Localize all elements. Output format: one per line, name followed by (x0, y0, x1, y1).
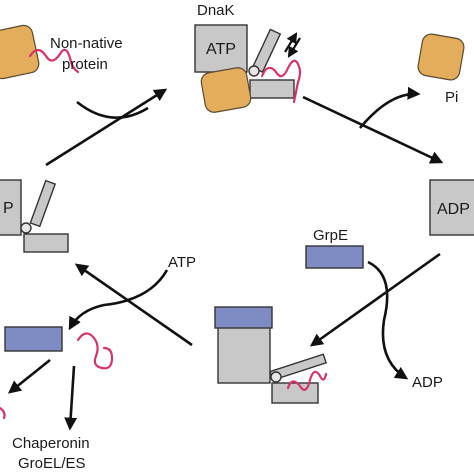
dnak-adp-right: ADP (429, 179, 474, 236)
dnak-lid-open (251, 28, 282, 74)
polypeptide-bottomleft (0, 406, 6, 420)
complex-substrate-domain (271, 382, 319, 404)
equilibrium-arrows (284, 32, 301, 58)
arrow-right-to-complex (309, 252, 441, 347)
complex-atpase-domain (217, 324, 271, 384)
polypeptide-released (76, 332, 114, 370)
polypeptide-center (260, 59, 302, 104)
substrate-orange-center (200, 67, 252, 113)
cycle-arrows (7, 86, 444, 431)
complex-grpe (214, 306, 273, 329)
groel-label: GroEL/ES (18, 455, 86, 472)
released-substrate-topright (417, 33, 465, 81)
arrow-complex-to-left (74, 263, 193, 347)
complex-hinge (270, 371, 282, 383)
dnak-left-complex: P (0, 179, 69, 253)
arrow-left-to-top (45, 88, 168, 167)
arrow-atp-curve (68, 269, 169, 331)
dnak-atp-text: ATP (206, 41, 236, 58)
arrow-to-bottomleft (7, 358, 51, 394)
dnak-hinge (248, 65, 260, 77)
arrow-top-to-right (302, 95, 444, 164)
polypeptide-complex (286, 370, 328, 391)
arrow-to-chaperonin (64, 365, 78, 431)
dnak-substrate-domain (249, 79, 295, 99)
arrow-pi-release (359, 86, 421, 129)
dnak-atp-domain (194, 24, 248, 73)
atp-free-label: ATP (168, 254, 196, 271)
dnak-label: DnaK (197, 2, 235, 19)
grpe-released (4, 326, 63, 352)
chaperonin-label: Chaperonin (12, 435, 90, 452)
non-native-protein-topleft (0, 24, 80, 80)
adp-free-label: ADP (412, 374, 443, 391)
arrow-substrate-binding (76, 100, 149, 119)
dnak-atp-complex: ATP (194, 24, 302, 113)
pi-label: Pi (445, 89, 458, 106)
dnak-grpe-complex (214, 306, 328, 404)
grpe-label: GrpE (313, 227, 348, 244)
arrow-adp-release (367, 260, 409, 380)
non-native-label: Non-native (50, 35, 123, 52)
grpe-bar (305, 245, 364, 269)
protein-label: protein (62, 56, 108, 73)
left-box-text: P (3, 200, 14, 217)
adp-box-text: ADP (437, 201, 470, 218)
